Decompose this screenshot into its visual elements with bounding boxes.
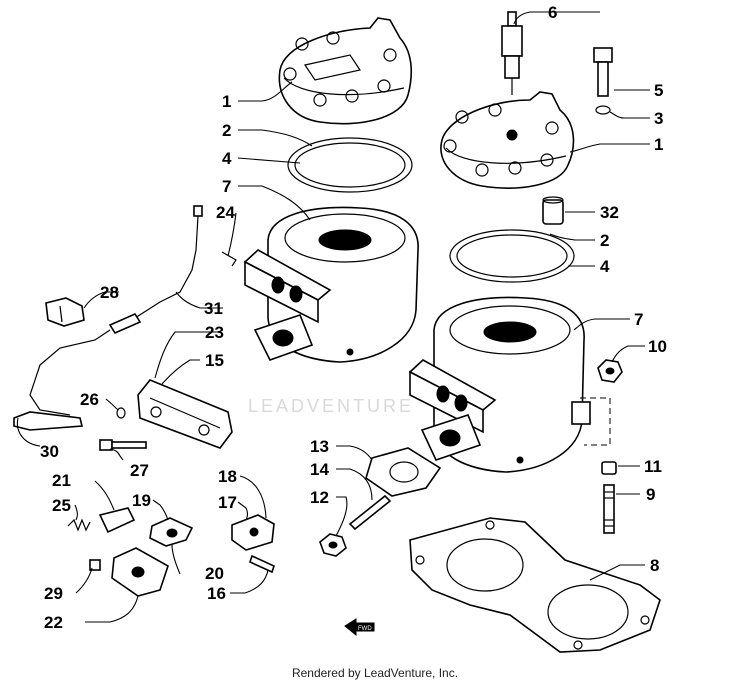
callout-9: 9: [646, 485, 655, 504]
callout-2-right: 2: [600, 231, 609, 250]
alignment-line: [580, 397, 611, 446]
dowel-sleeve: [542, 196, 564, 225]
callout-19: 19: [132, 491, 151, 510]
callout-2-left: 2: [222, 121, 231, 140]
callout-1-left: 1: [222, 92, 231, 111]
cylinder-stud: [603, 484, 615, 534]
cylinder-left: [243, 206, 419, 363]
callout-5: 5: [654, 81, 663, 100]
exhaust-valve-housing: [137, 379, 233, 449]
exhaust-stud: [348, 494, 392, 531]
callout-14: 14: [310, 460, 329, 479]
callout-24: 24: [216, 203, 235, 222]
cylinder-right: [408, 296, 591, 473]
callout-15: 15: [205, 351, 224, 370]
small-screw: [89, 559, 101, 571]
actuator-pin: [249, 554, 275, 574]
watermark: LEADVENTURE: [248, 396, 414, 416]
callout-6: 6: [548, 3, 557, 22]
callout-labels: 1 2 4 7 24 6 5 3 1 32 2 4 7 10 11 9 8 13…: [40, 3, 667, 632]
mounting-plate: [111, 547, 169, 597]
flange-nut: [319, 533, 347, 557]
lever: [98, 507, 136, 534]
pulley: [149, 517, 194, 547]
callout-13: 13: [310, 437, 329, 456]
callout-20: 20: [205, 564, 224, 583]
exhaust-gasket: [365, 447, 442, 497]
callout-22: 22: [44, 613, 63, 632]
callout-12: 12: [310, 488, 329, 507]
callout-4-left: 4: [222, 149, 232, 168]
callout-4-right: 4: [600, 257, 610, 276]
o-ring-right: [456, 234, 568, 278]
callout-25: 25: [52, 496, 71, 515]
leader-lines: [16, 11, 650, 623]
callout-21: 21: [52, 471, 71, 490]
spark-plug: [501, 11, 523, 95]
callout-28: 28: [100, 283, 119, 302]
washer: [595, 105, 611, 115]
fwd-label: FWD: [358, 626, 372, 632]
callout-26: 26: [80, 390, 99, 409]
head-gasket-left: [287, 137, 413, 193]
cylinder-head-right: [440, 91, 575, 189]
callout-32: 32: [600, 203, 619, 222]
cylinder-head-left: [278, 17, 412, 125]
head-bolt: [593, 47, 613, 97]
cable-boot: [45, 297, 85, 327]
callout-23: 23: [205, 323, 224, 342]
callout-31: 31: [204, 299, 223, 318]
wire-clip: [221, 251, 237, 267]
callout-18: 18: [218, 467, 237, 486]
callout-8: 8: [650, 556, 659, 575]
callout-1-right: 1: [654, 135, 663, 154]
control-cable: [29, 205, 203, 416]
housing-screw: [99, 439, 147, 451]
callout-16: 16: [207, 584, 226, 603]
head-gasket-right: [449, 229, 575, 283]
callout-27: 27: [130, 461, 149, 480]
o-ring-left: [294, 142, 406, 188]
fwd-arrow: FWD: [344, 618, 375, 637]
callout-7-right: 7: [634, 310, 643, 329]
callout-7-left: 7: [222, 177, 231, 196]
callout-11: 11: [644, 457, 662, 476]
cylinder-nut: [597, 359, 623, 383]
base-gasket: [409, 517, 661, 653]
valve-actuator: [231, 514, 275, 551]
footer-credit: Rendered by LeadVenture, Inc.: [291, 666, 459, 680]
callout-29: 29: [44, 584, 63, 603]
small-washer: [116, 407, 126, 419]
callout-3: 3: [654, 109, 663, 128]
spring: [67, 518, 91, 532]
stud-washer: [601, 461, 617, 475]
callout-10: 10: [648, 337, 667, 356]
callout-17: 17: [218, 493, 237, 512]
callout-30: 30: [40, 442, 59, 461]
cable-end-bracket: [13, 411, 84, 431]
